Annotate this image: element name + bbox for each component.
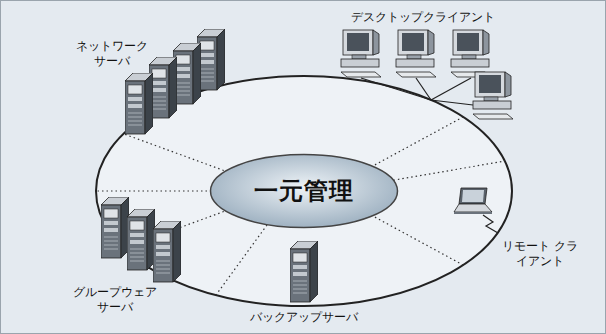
hub-ellipse: 一元管理 [209,153,399,229]
backup-server [290,241,318,302]
device-label: デスクトップクライアント [351,10,495,25]
remote-laptop [454,188,492,214]
device-label: バックアップサーバ [250,310,358,325]
desktop-clients [341,30,513,119]
device-label: リモート クライアント [501,239,579,269]
device-label: グループウェア サーバ [67,285,163,315]
device-label: ネットワーク サーバ [73,39,151,69]
groupware-servers [101,197,181,282]
hub-shape [211,155,398,228]
hub-label: 一元管理 [254,175,354,207]
